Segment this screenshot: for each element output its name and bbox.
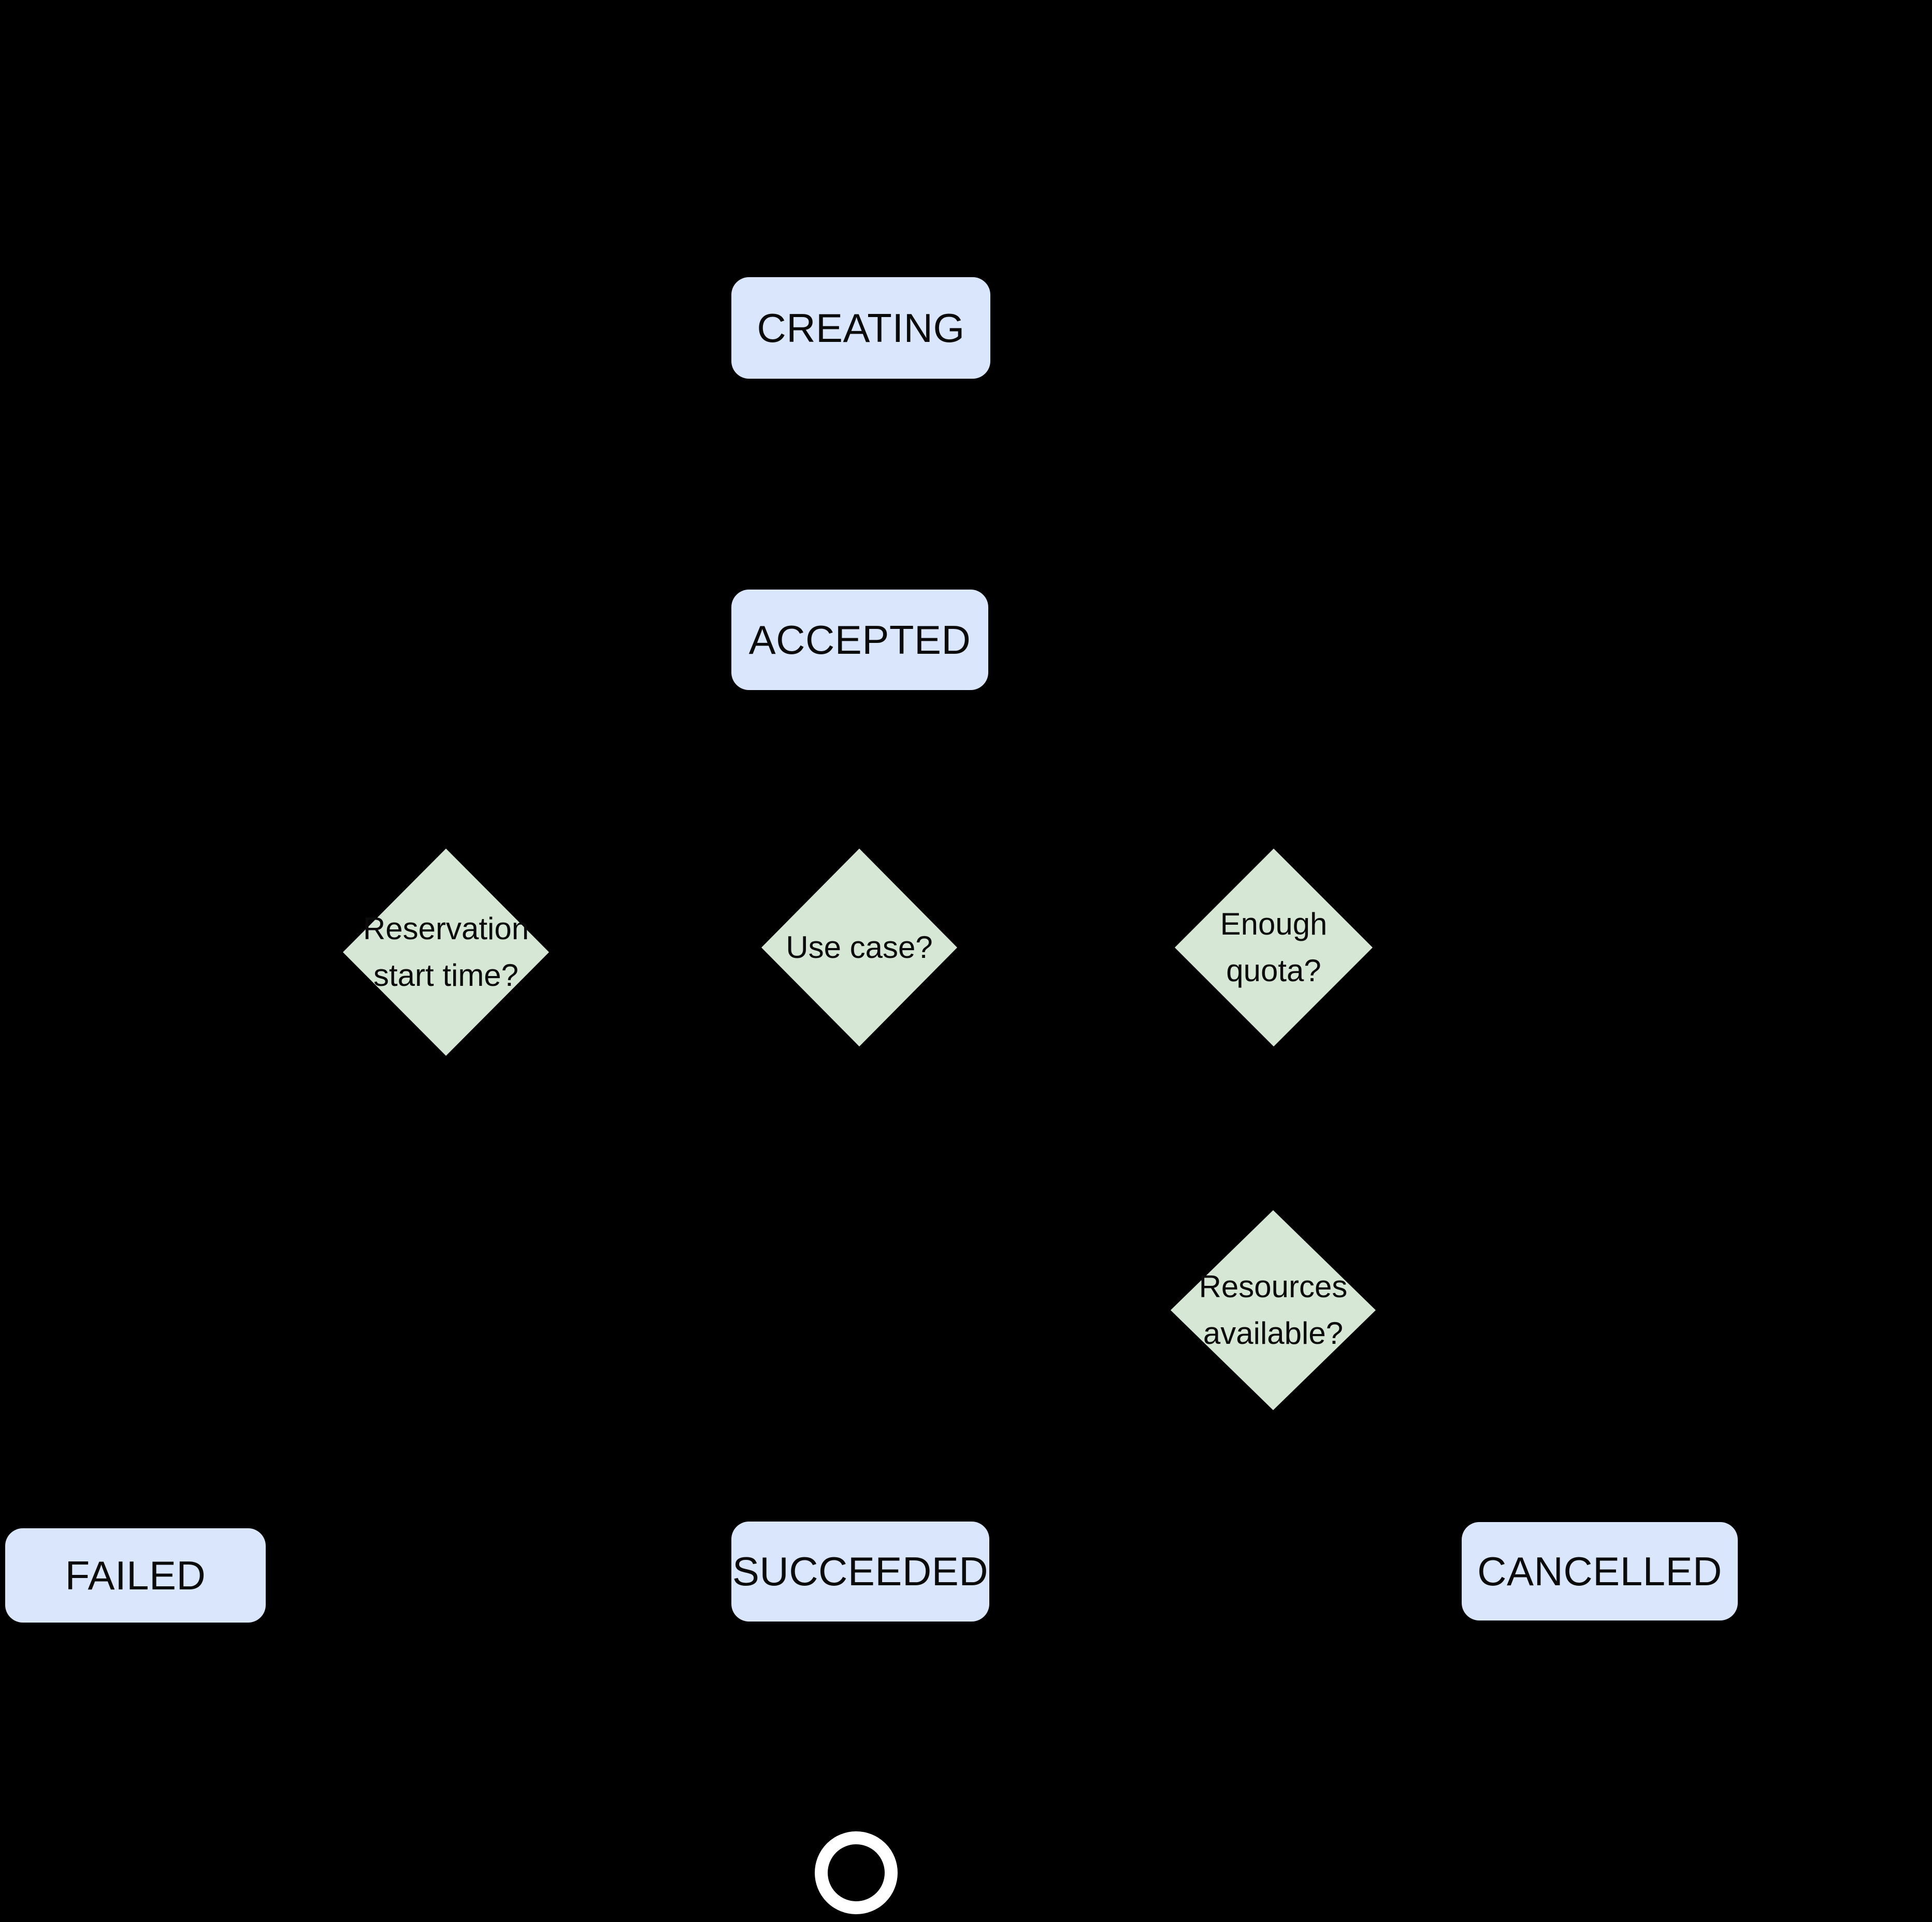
state-label-accepted: ACCEPTED (748, 616, 971, 663)
decision-label-enough-quota: Enough quota? (1216, 901, 1332, 994)
state-node-cancelled[interactable]: CANCELLED (1462, 1522, 1738, 1620)
decision-node-reservation-start-time[interactable]: Reservation start time? (343, 849, 549, 1056)
state-label-cancelled: CANCELLED (1477, 1548, 1722, 1594)
state-label-creating: CREATING (757, 305, 965, 351)
state-label-failed: FAILED (65, 1552, 206, 1598)
state-node-accepted[interactable]: ACCEPTED (731, 590, 988, 690)
state-label-succeeded: SUCCEEDED (732, 1548, 989, 1594)
decision-node-use-case[interactable]: Use case? (761, 849, 957, 1046)
decision-label-line-1: Use case? (786, 930, 933, 965)
decision-label-line-2: start time? (373, 958, 519, 993)
decision-label-reservation-start-time: Reservation start time? (359, 906, 533, 999)
decision-label-line-2: quota? (1226, 953, 1321, 988)
decision-label-line-1: Reservation (363, 911, 529, 946)
decision-label-line-2: available? (1203, 1316, 1344, 1351)
decision-node-resources-available[interactable]: Resources available? (1171, 1210, 1376, 1410)
decision-label-line-1: Resources (1199, 1269, 1348, 1304)
state-node-succeeded[interactable]: SUCCEEDED (731, 1522, 989, 1622)
decision-label-line-1: Enough (1220, 907, 1328, 941)
decision-label-use-case: Use case? (782, 924, 936, 971)
decision-label-resources-available: Resources available? (1195, 1264, 1352, 1357)
decision-node-enough-quota[interactable]: Enough quota? (1175, 849, 1373, 1046)
terminal-end-node-icon (815, 1831, 898, 1914)
state-node-creating[interactable]: CREATING (731, 277, 990, 379)
state-node-failed[interactable]: FAILED (5, 1528, 266, 1623)
